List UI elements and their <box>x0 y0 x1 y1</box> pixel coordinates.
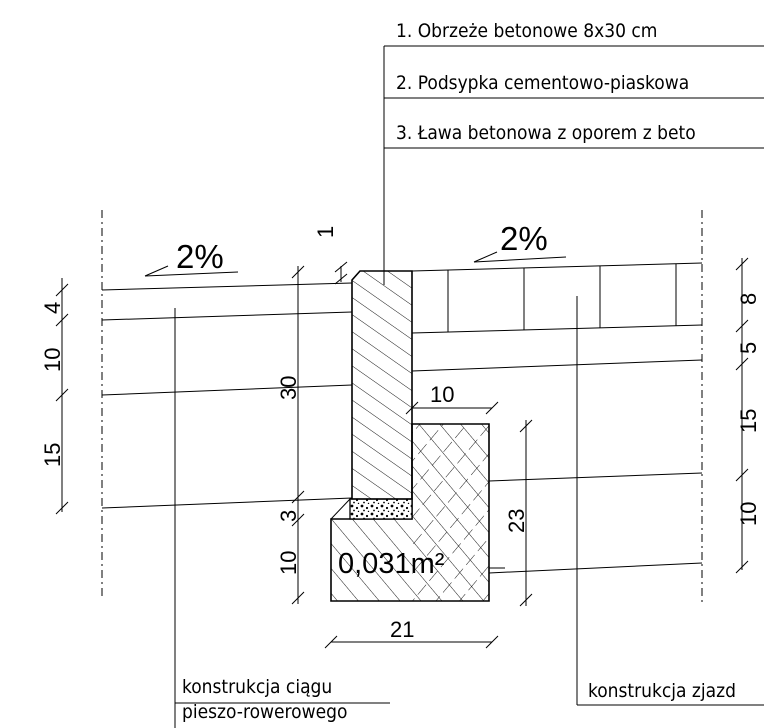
left-dimensions: 4 10 15 <box>40 278 69 515</box>
dim-right-5: 5 <box>736 342 761 354</box>
back-support-width-dimension: 10 <box>405 382 499 415</box>
back-support-height-dimension: 23 <box>504 419 533 607</box>
dim-right-10: 10 <box>736 502 761 526</box>
left-construction-line1: konstrukcja ciągu <box>182 676 332 698</box>
foundation-width-dimension: 21 <box>324 617 499 649</box>
slope-left: 2% <box>144 238 239 277</box>
left-layer-lines <box>101 282 353 509</box>
right-dimensions: 8 5 15 10 <box>735 257 761 574</box>
left-construction-line2: pieszo-rowerowego <box>182 701 347 723</box>
dim-left-4: 4 <box>40 302 65 314</box>
dim-curb-height: 30 <box>276 376 301 400</box>
dim-foundation-width: 21 <box>390 617 414 642</box>
legend-item-3: 3. Ława betonowa z oporem z beto <box>396 122 696 144</box>
legend-item-1: 1. Obrzeże betonowe 8x30 cm <box>396 20 657 42</box>
legend: 1. Obrzeże betonowe 8x30 cm 2. Podsypka … <box>383 20 764 285</box>
dim-bedding: 3 <box>276 510 301 522</box>
right-paving <box>411 262 703 574</box>
left-construction-label: konstrukcja ciągu pieszo-rowerowego <box>174 308 390 728</box>
dim-left-10: 10 <box>40 348 65 372</box>
curb-dimensions: 1 30 3 10 <box>276 226 348 605</box>
right-construction-text: konstrukcja zjazd <box>588 680 736 702</box>
dim-curb-gap: 1 <box>313 226 338 238</box>
slope-left-label: 2% <box>176 238 224 275</box>
dim-back-support-width: 10 <box>430 382 454 407</box>
right-construction-label: konstrukcja zjazd <box>576 296 764 706</box>
legend-item-2: 2. Podsypka cementowo-piaskowa <box>396 72 689 94</box>
dim-back-support-height: 23 <box>504 509 529 533</box>
dim-left-15: 15 <box>40 443 65 467</box>
slope-right: 2% <box>473 220 567 263</box>
cement-sand-bedding <box>349 498 413 520</box>
dim-foundation-base: 10 <box>276 551 301 575</box>
foundation-area-label: 0,031m² <box>338 548 445 580</box>
slope-right-label: 2% <box>500 220 548 257</box>
concrete-curb <box>351 270 413 500</box>
dim-right-8: 8 <box>736 293 761 305</box>
dim-right-15: 15 <box>736 409 761 433</box>
